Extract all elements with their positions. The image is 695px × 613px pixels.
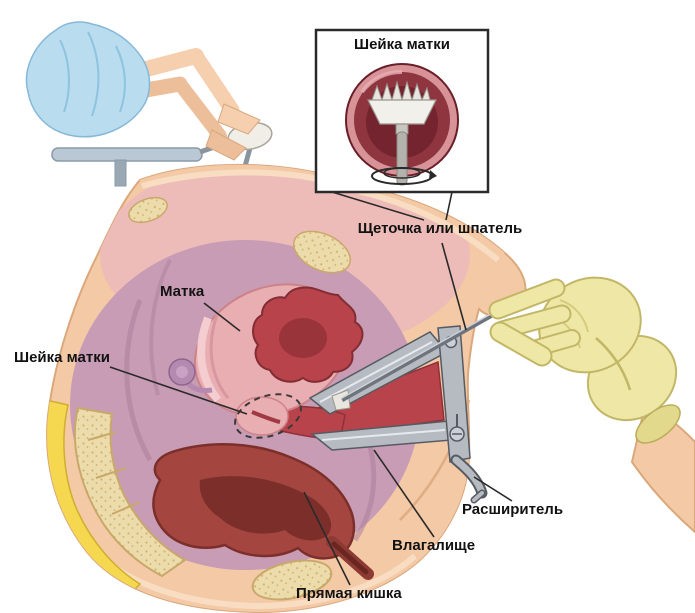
leader-inset-left [331, 191, 425, 221]
cervix [235, 396, 289, 436]
pubic-bone [251, 559, 333, 601]
label-uterus: Матка [160, 283, 205, 300]
leader-inset-right [445, 191, 453, 221]
label-brush: Щеточка или шпатель [357, 220, 523, 237]
exam-table-post [114, 159, 127, 187]
glove-cuff-roll [635, 404, 681, 444]
leader-uterus [203, 302, 241, 332]
label-speculum: Расширитель [462, 501, 564, 518]
rectum [152, 443, 374, 580]
label-rectum: Прямая кишка [296, 585, 402, 602]
glove-fingers [488, 278, 581, 367]
speculum-frame [437, 325, 471, 463]
leader-speculum [473, 476, 513, 502]
brush-handle [396, 131, 408, 186]
leader-cervix [109, 366, 248, 415]
leader-brush [441, 242, 467, 331]
rotation-swirl-icon [371, 167, 437, 185]
exam-table [51, 147, 203, 162]
brush-instrument [367, 80, 437, 186]
brush-tip [331, 389, 351, 411]
leader-rectum [303, 491, 351, 586]
label-vagina: Влагалище [392, 537, 476, 554]
leader-vagina [373, 449, 435, 538]
brush-bristles [371, 80, 431, 102]
ovary [168, 358, 213, 393]
pelvis-cross-section [46, 163, 527, 613]
sacrum-bone [73, 406, 187, 578]
uterus [193, 283, 364, 417]
brush-head [367, 99, 437, 125]
exam-table-scene [25, 21, 273, 187]
leader-lines [109, 191, 513, 586]
cervix-inset [314, 28, 490, 194]
label-cervix: Шейка матки [14, 349, 110, 366]
surgical-drape [25, 21, 151, 138]
bone-fragments [128, 196, 351, 274]
gloved-hand [488, 276, 681, 444]
inset-title: Шейка матки [354, 36, 450, 53]
